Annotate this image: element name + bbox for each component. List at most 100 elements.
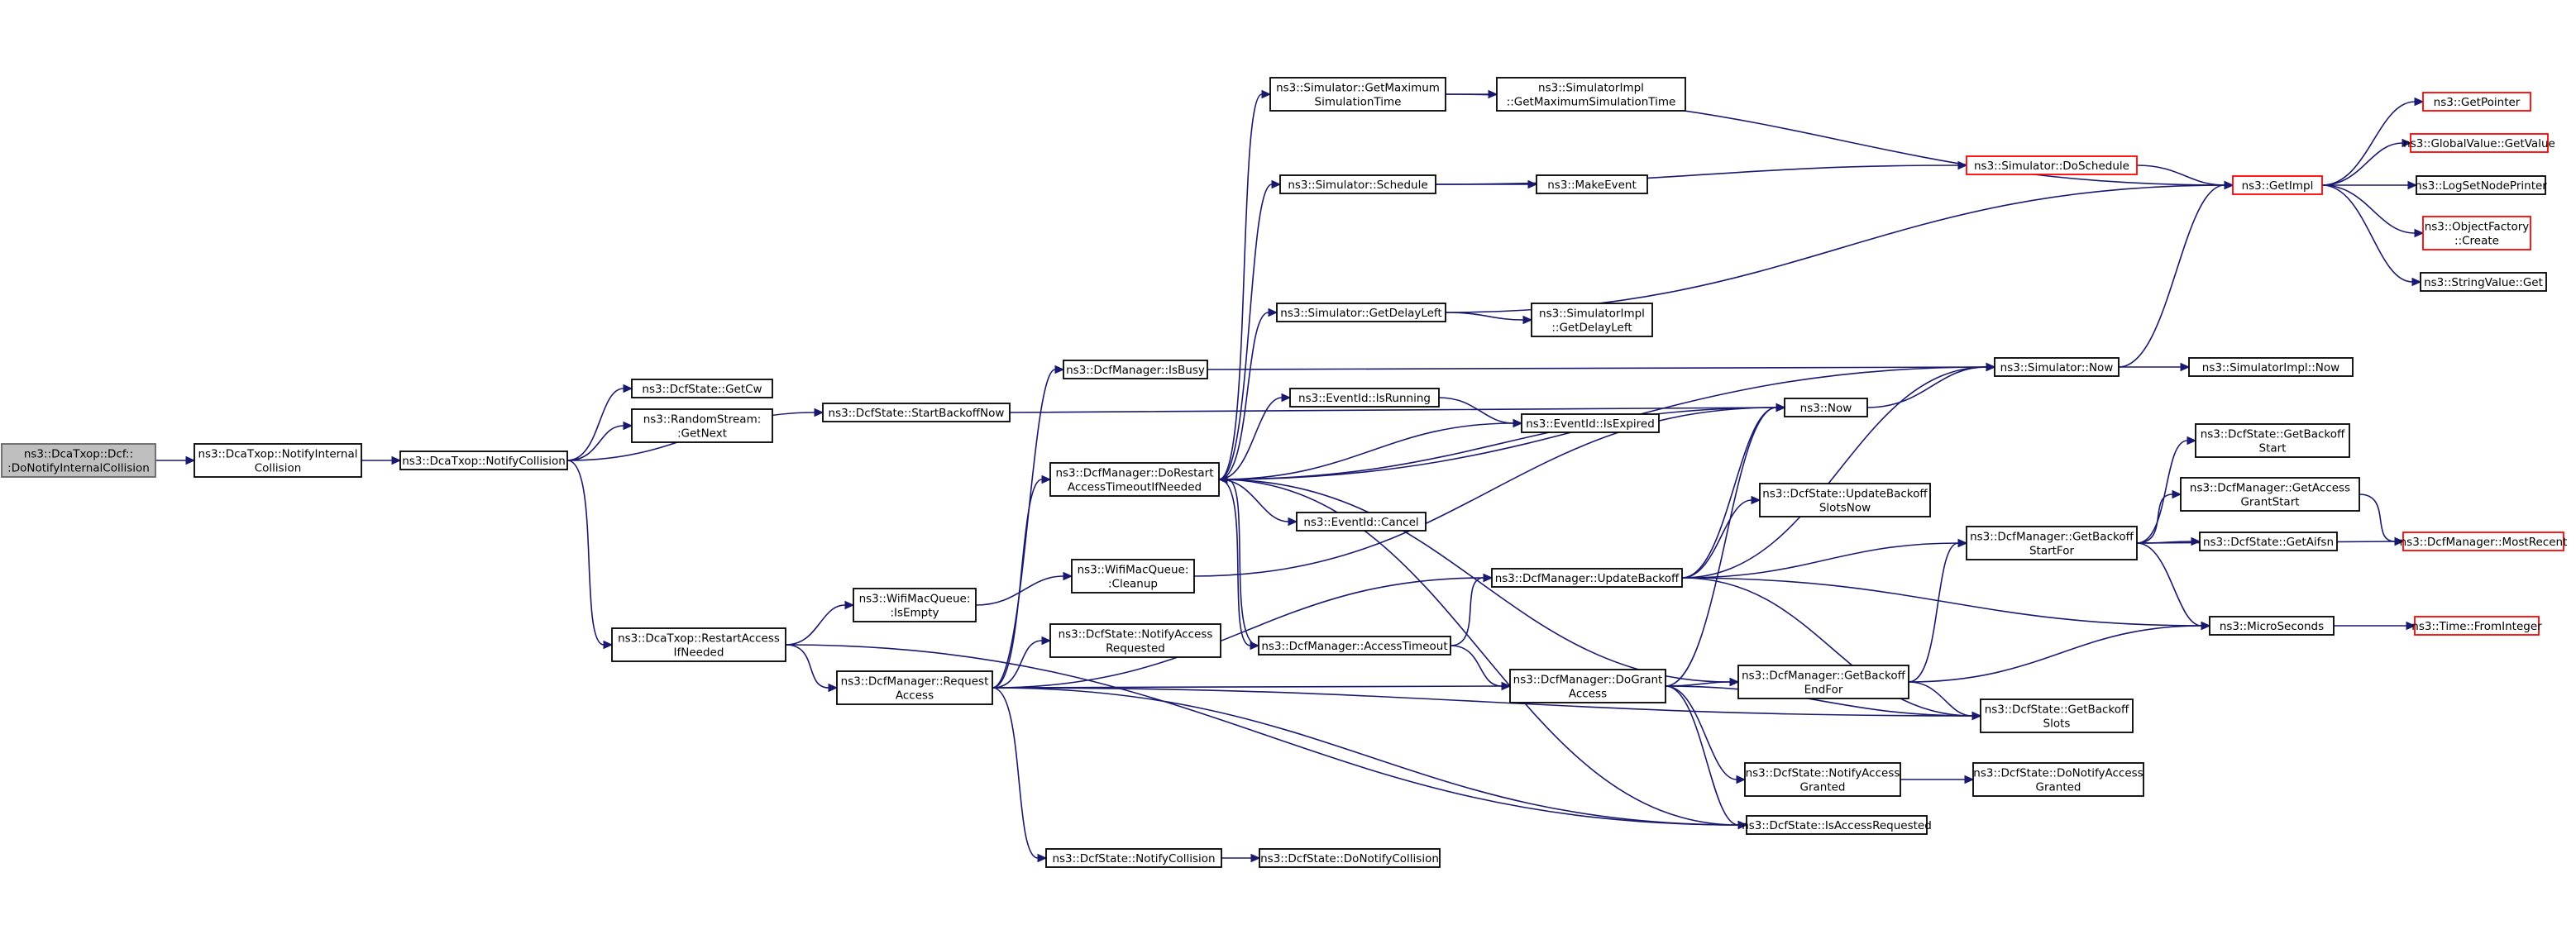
node-is-expired[interactable]: ns3::EventId::IsExpired — [1521, 413, 1660, 433]
node-label: ns3::SimulatorImpl::Now — [2202, 361, 2339, 374]
node-get-aifsn[interactable]: ns3::DcfState::GetAifsn — [2199, 532, 2338, 551]
node-make-event[interactable]: ns3::MakeEvent — [1536, 174, 1648, 194]
node-object-factory-create[interactable]: ns3::ObjectFactory::Create — [2422, 216, 2531, 250]
node-label: ns3::DcfState::NotifyCollision — [1052, 852, 1215, 865]
node-label: ns3::DcfState::GetBackoff — [2201, 428, 2345, 441]
node-box — [1491, 568, 1683, 588]
node-update-backoff[interactable]: ns3::DcfManager::UpdateBackoff — [1491, 568, 1683, 588]
node-label: ns3::SimulatorImpl — [1538, 82, 1644, 95]
node-cancel[interactable]: ns3::EventId::Cancel — [1296, 512, 1427, 532]
node-label: ns3::DcfState::DoNotifyCollision — [1260, 852, 1439, 865]
node-box — [194, 443, 362, 478]
call-edge-get-impl-to-log-set-node-printer — [2322, 180, 2418, 190]
node-box — [2410, 133, 2549, 153]
node-get-cw[interactable]: ns3::DcfState::GetCw — [631, 379, 773, 398]
node-is-empty[interactable]: ns3::WifiMacQueue::IsEmpty — [853, 588, 977, 622]
call-edge-get-delay-left-to-get-impl — [1445, 180, 2234, 313]
node-label: ns3::DcfState::NotifyAccess — [1059, 628, 1213, 641]
call-edge-notify-collision-to-random-stream — [566, 421, 633, 461]
node-string-value-get[interactable]: ns3::StringValue::Get — [2420, 272, 2547, 292]
node-time-from-integer[interactable]: ns3::Time::FromInteger — [2411, 616, 2542, 636]
node-label: ns3::DcfManager::MostRecent — [2400, 536, 2568, 549]
node-label: ns3::Time::FromInteger — [2411, 620, 2542, 633]
node-most-recent[interactable]: ns3::DcfManager::MostRecent — [2400, 532, 2568, 551]
node-log-set-node-printer[interactable]: ns3::LogSetNodePrinter — [2415, 175, 2547, 195]
node-is-running[interactable]: ns3::EventId::IsRunning — [1289, 388, 1440, 408]
call-edge-access-timeout-to-do-restart — [1217, 474, 1259, 646]
node-label: ns3::EventId::Cancel — [1303, 516, 1418, 529]
call-edge-get-impl-to-object-factory-create — [2321, 184, 2425, 238]
node-start-backoff-now[interactable]: ns3::DcfState::StartBackoffNow — [822, 403, 1011, 422]
node-is-busy[interactable]: ns3::DcfManager::IsBusy — [1063, 360, 1208, 379]
node-notify-collision[interactable]: ns3::DcaTxop::NotifyCollision — [399, 451, 568, 470]
node-root[interactable]: ns3::DcaTxop::Dcf:::DoNotifyInternalColl… — [1, 443, 156, 478]
node-get-max-sim-time[interactable]: ns3::Simulator::GetMaximumSimulationTime — [1269, 77, 1446, 112]
node-box — [1536, 174, 1648, 194]
node-micro-seconds[interactable]: ns3::MicroSeconds — [2209, 616, 2335, 636]
node-label: ns3::MicroSeconds — [2220, 620, 2324, 633]
node-box — [2420, 272, 2547, 292]
node-get-pointer[interactable]: ns3::GetPointer — [2422, 92, 2531, 112]
call-edge-get-backoff-end-for-to-get-backoff-start-for — [1908, 538, 1968, 683]
call-edge-do-grant-access-to-now — [1665, 403, 1786, 687]
call-edge-schedule-to-do-schedule — [1435, 160, 1968, 185]
call-edge-do-restart-to-now — [1218, 403, 1786, 480]
node-sim-impl-get-max[interactable]: ns3::SimulatorImpl::GetMaximumSimulation… — [1496, 77, 1686, 112]
node-box — [631, 379, 773, 398]
node-label: ns3::EventId::IsRunning — [1298, 392, 1431, 405]
node-label: ns3::Simulator::Schedule — [1288, 179, 1427, 192]
node-do-restart[interactable]: ns3::DcfManager::DoRestartAccessTimeoutI… — [1049, 462, 1220, 497]
call-edge-get-backoff-start-for-to-get-backoff-start — [2136, 436, 2197, 544]
node-label: ns3::DcfManager::UpdateBackoff — [1495, 572, 1680, 585]
node-box — [1, 443, 156, 478]
call-edge-sim-now-to-get-impl — [2118, 180, 2234, 368]
node-notify-internal[interactable]: ns3::DcaTxop::NotifyInternalCollision — [194, 443, 362, 478]
node-label: SlotsNow — [1819, 502, 1871, 515]
node-label: ns3::DcaTxop::Dcf:: — [24, 448, 133, 461]
node-schedule[interactable]: ns3::Simulator::Schedule — [1279, 174, 1436, 194]
node-get-impl[interactable]: ns3::GetImpl — [2232, 175, 2323, 195]
node-dcf-notify-collision[interactable]: ns3::DcfState::NotifyCollision — [1045, 848, 1222, 868]
call-edge-notify-collision-to-get-cw — [566, 384, 633, 461]
node-label: ns3::DcfManager::GetAccess — [2190, 482, 2350, 495]
node-label: Requested — [1106, 642, 1165, 656]
call-edge-do-restart-to-cancel — [1218, 479, 1298, 527]
node-sim-impl-get-delay-left[interactable]: ns3::SimulatorImpl::GetDelayLeft — [1531, 303, 1653, 337]
node-label: Access — [1569, 688, 1607, 701]
node-box — [1049, 623, 1221, 658]
node-now[interactable]: ns3::Now — [1784, 398, 1868, 417]
node-label: :DoNotifyInternalCollision — [7, 462, 150, 475]
call-edge-do-restart-to-get-delay-left — [1218, 308, 1278, 480]
node-random-stream[interactable]: ns3::RandomStream::GetNext — [631, 408, 773, 443]
node-sim-now[interactable]: ns3::Simulator::Now — [1994, 357, 2120, 377]
node-global-value-get[interactable]: ns3::GlobalValue::GetValue — [2403, 133, 2555, 153]
node-do-schedule[interactable]: ns3::Simulator::DoSchedule — [1966, 155, 2138, 175]
node-box — [1049, 462, 1220, 497]
node-do-notify-collision[interactable]: ns3::DcfState::DoNotifyCollision — [1259, 848, 1441, 868]
node-sim-impl-now[interactable]: ns3::SimulatorImpl::Now — [2188, 357, 2354, 377]
node-label: ns3::LogSetNodePrinter — [2415, 179, 2547, 193]
node-cleanup[interactable]: ns3::WifiMacQueue::Cleanup — [1071, 559, 1195, 594]
node-get-delay-left[interactable]: ns3::Simulator::GetDelayLeft — [1276, 303, 1446, 322]
node-label: ns3::DcfManager::Request — [841, 675, 989, 689]
node-is-access-requested[interactable]: ns3::DcfState::IsAccessRequested — [1742, 815, 1932, 835]
node-box — [631, 408, 773, 443]
call-edge-access-timeout-to-do-grant-access — [1450, 645, 1512, 691]
call-edge-get-delay-left-to-sim-impl-get-delay-left — [1445, 312, 1533, 325]
call-edge-notify-access-granted-to-do-notify-access-granted — [1900, 775, 1975, 784]
node-access-timeout[interactable]: ns3::DcfManager::AccessTimeout — [1258, 636, 1451, 656]
node-label: ns3::DcfManager::DoGrant — [1513, 674, 1663, 687]
call-edge-get-impl-to-get-pointer — [2321, 97, 2425, 186]
